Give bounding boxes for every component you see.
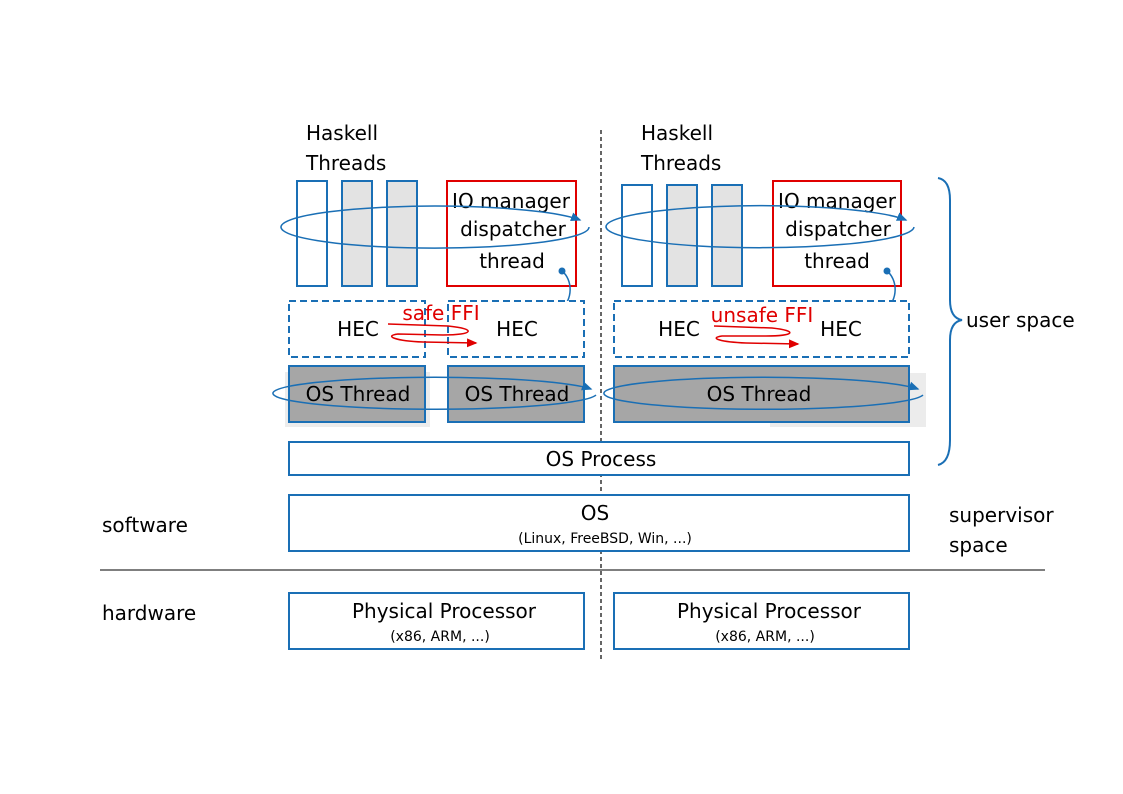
left-hec-b-label: HEC — [496, 317, 538, 341]
right-ffi-label: unsafe FFI — [711, 303, 814, 327]
right-io-manager-line-3: thread — [804, 249, 870, 273]
left-haskell-threads-label-2: Threads — [305, 151, 386, 175]
os-process-label: OS Process — [546, 447, 657, 471]
left-processor-subtitle: (x86, ARM, ...) — [390, 629, 490, 645]
left-os-thread-a-label: OS Thread — [306, 382, 411, 406]
left-hec-a-box — [288, 300, 426, 358]
os-subtitle: (Linux, FreeBSD, Win, ...) — [518, 531, 692, 547]
right-haskell-thread-2 — [666, 184, 698, 287]
right-hec-b-label: HEC — [820, 317, 862, 341]
os-process-box — [288, 441, 910, 476]
left-scheduler-loop — [280, 205, 590, 249]
left-haskell-thread-3 — [386, 180, 418, 287]
left-hec-b-box — [447, 300, 585, 358]
os-title: OS — [581, 501, 609, 525]
right-haskell-thread-1 — [621, 184, 653, 287]
supervisor-space-label-2: space — [949, 533, 1008, 557]
left-os-thread-a-box — [288, 365, 426, 423]
right-scheduler-loop — [605, 204, 915, 249]
left-ffi-label: safe FFI — [402, 301, 479, 325]
left-haskell-thread-1 — [296, 180, 328, 287]
right-os-thread-label: OS Thread — [707, 382, 812, 406]
software-label: software — [102, 513, 188, 537]
supervisor-space-label-1: supervisor — [949, 503, 1054, 527]
right-processor-subtitle: (x86, ARM, ...) — [715, 629, 815, 645]
left-os-thread-b-box — [447, 365, 585, 423]
left-processor-title: Physical Processor — [352, 599, 537, 623]
right-os-thread-box — [613, 365, 910, 423]
left-os-thread-b-label: OS Thread — [465, 382, 570, 406]
right-io-manager-box — [772, 180, 902, 287]
right-io-manager-line-2: dispatcher — [785, 217, 891, 241]
right-haskell-threads-label-2: Threads — [640, 151, 721, 175]
left-io-manager-box — [446, 180, 577, 287]
right-io-manager-line-1: IO manager — [778, 189, 897, 213]
left-os-thread-loop — [272, 376, 597, 411]
right-hec-box — [613, 300, 910, 358]
user-space-brace — [937, 177, 963, 466]
right-hec-a-label: HEC — [658, 317, 700, 341]
left-hec-a-label: HEC — [337, 317, 379, 341]
left-io-manager-line-3: thread — [479, 249, 545, 273]
hardware-label: hardware — [102, 601, 196, 625]
user-space-label: user space — [966, 308, 1075, 332]
left-haskell-threads-label-1: Haskell — [306, 121, 378, 145]
left-haskell-thread-2 — [341, 180, 373, 287]
left-io-manager-line-2: dispatcher — [460, 217, 566, 241]
right-processor-box — [613, 592, 910, 650]
left-processor-box — [288, 592, 585, 650]
os-box — [288, 494, 910, 552]
left-ffi-spiral — [387, 323, 478, 348]
right-haskell-thread-3 — [711, 184, 743, 287]
right-os-thread-loop — [603, 376, 924, 411]
right-ffi-spiral — [713, 325, 800, 349]
right-haskell-threads-label-1: Haskell — [641, 121, 713, 145]
right-processor-title: Physical Processor — [677, 599, 862, 623]
